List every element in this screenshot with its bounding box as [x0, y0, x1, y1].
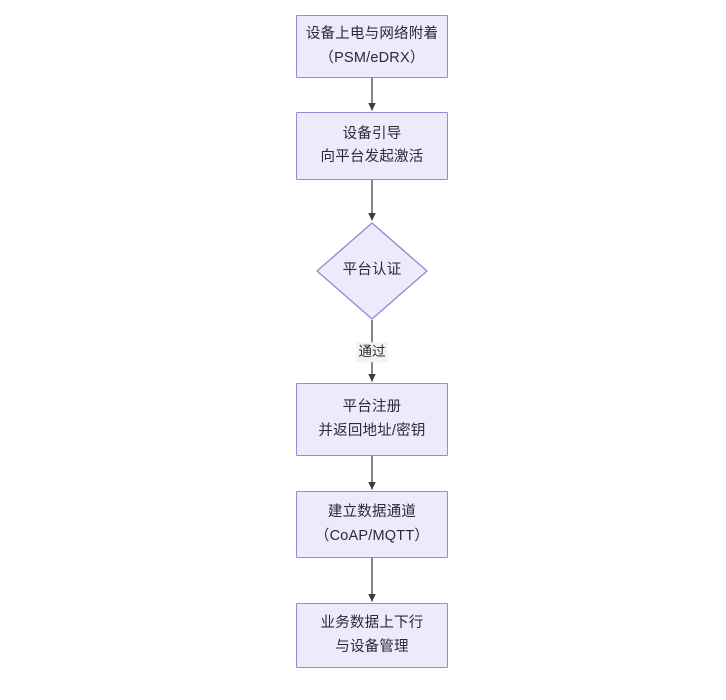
node-power-on-label: 设备上电与网络附着 （PSM/eDRX） — [305, 26, 439, 66]
node-platform-register[interactable]: 平台注册 并返回地址/密钥 — [296, 383, 448, 456]
node-power-on[interactable]: 设备上电与网络附着 （PSM/eDRX） — [296, 15, 448, 78]
node-data-channel[interactable]: 建立数据通道 （CoAP/MQTT） — [296, 491, 448, 558]
node-bootstrap[interactable]: 设备引导 向平台发起激活 — [296, 112, 448, 180]
node-bootstrap-label: 设备引导 向平台发起激活 — [320, 125, 424, 165]
node-platform-auth-label: 平台认证 — [342, 262, 402, 279]
node-business-data[interactable]: 业务数据上下行 与设备管理 — [296, 603, 448, 668]
node-platform-register-label: 平台注册 并返回地址/密钥 — [318, 399, 426, 439]
edge-label-pass: 通过 — [356, 342, 388, 362]
node-data-channel-label: 建立数据通道 （CoAP/MQTT） — [314, 504, 430, 544]
node-business-data-label: 业务数据上下行 与设备管理 — [320, 615, 424, 655]
node-platform-auth[interactable]: 平台认证 — [316, 222, 428, 320]
diamond-shape — [316, 222, 428, 320]
